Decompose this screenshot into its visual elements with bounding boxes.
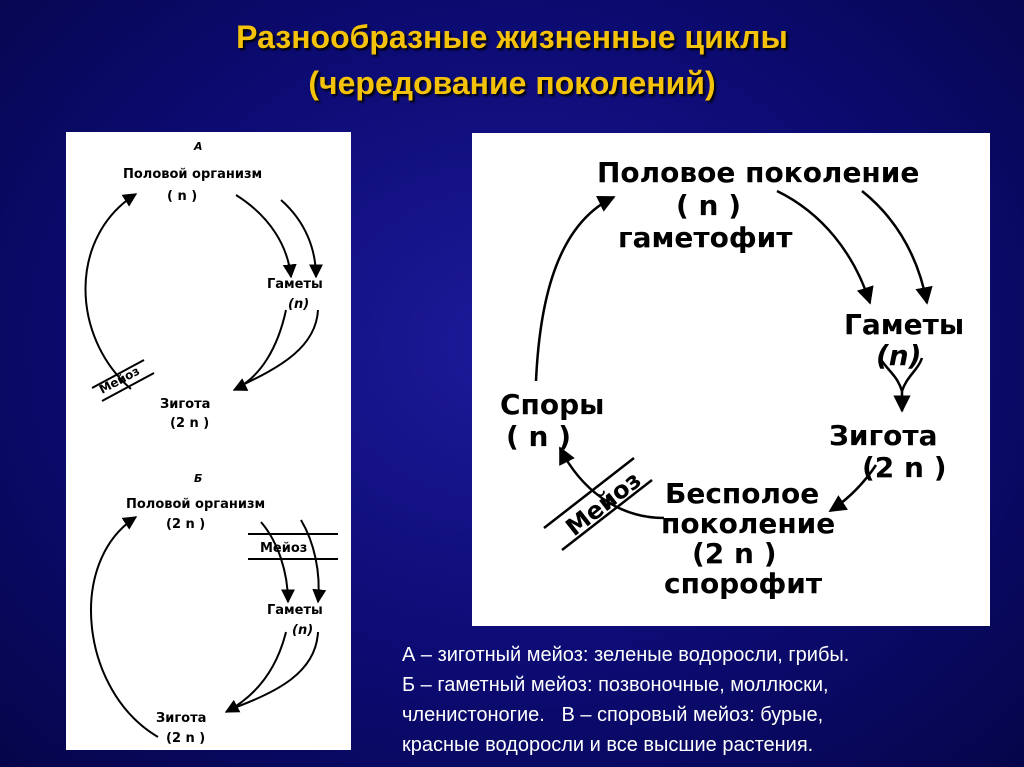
spores-label: Споры xyxy=(500,388,605,421)
sexual-generation-label: Половое поколение xyxy=(597,156,919,189)
spores-ploidy: ( n ) xyxy=(506,420,571,453)
caption-line-4: красные водоросли и все высшие растения. xyxy=(402,734,814,756)
title-line-1: Разнообразные жизненные циклы xyxy=(236,19,788,55)
cycle-b-organism-to-gametes-2 xyxy=(300,519,327,604)
gametes-ploidy: (n) xyxy=(876,339,922,372)
gametophyte-label: гаметофит xyxy=(618,221,793,254)
sporophyte-label: спорофит xyxy=(664,567,823,600)
diagram-b: Б Половой организм (2 n ) Мейоз Гаметы (… xyxy=(126,472,323,746)
cycle-b-gametes-to-zygote-2 xyxy=(230,631,319,710)
cycle-a-left-arc xyxy=(84,193,138,390)
cycle-a-organism-to-gametes-2 xyxy=(280,199,323,279)
cycle-c-zygote-to-asexual xyxy=(828,464,878,513)
diagram-a-gametes-ploidy: (n) xyxy=(288,297,309,312)
cycle-a-gametes-to-zygote-1 xyxy=(232,309,287,391)
cycle-c-gametes-to-zygote-left xyxy=(878,357,904,392)
title-line-2: (чередование поколений) xyxy=(308,65,716,101)
asexual-generation-ploidy: (2 n ) xyxy=(692,537,777,570)
diagrams-a-b: А Половой организм ( n ) Гаметы (n) Зиго… xyxy=(84,140,338,746)
diagram-a-gametes-label: Гаметы xyxy=(267,277,323,292)
cycle-c-gametes-to-zygote-right xyxy=(900,357,924,392)
diagram-b-organism-ploidy: (2 n ) xyxy=(166,517,205,532)
cycle-b-left-arc xyxy=(90,516,159,738)
cycle-c-spores-to-sexual xyxy=(534,195,616,382)
diagram-b-letter: Б xyxy=(194,472,202,485)
diagram-a-organism-label: Половой организм xyxy=(123,167,262,182)
caption-line-1: А – зиготный мейоз: зеленые водоросли, г… xyxy=(402,644,850,666)
diagram-a-organism-ploidy: ( n ) xyxy=(167,189,197,204)
cycle-c-sexual-to-gametes-1 xyxy=(776,189,874,305)
cycle-c-sexual-to-gametes-2 xyxy=(861,190,933,305)
diagram-b-gametes-label: Гаметы xyxy=(267,603,323,618)
cycle-a-gametes-to-zygote-2 xyxy=(237,309,319,388)
asexual-generation-label-2: поколение xyxy=(661,507,835,540)
diagram-b-meiosis-label: Мейоз xyxy=(260,541,307,556)
asexual-generation-label-1: Бесполое xyxy=(665,477,819,510)
sexual-generation-ploidy: ( n ) xyxy=(676,189,741,222)
diagram-a-zygote-label: Зигота xyxy=(160,397,210,412)
diagram-a: А Половой организм ( n ) Гаметы (n) Зиго… xyxy=(97,140,323,431)
diagram-b-zygote-label: Зигота xyxy=(156,711,206,726)
zygote-ploidy: (2 n ) xyxy=(862,451,947,484)
caption: А – зиготный мейоз: зеленые водоросли, г… xyxy=(402,640,1002,760)
diagram-a-letter: А xyxy=(193,140,203,153)
caption-line-3: членистоногие. В – споровый мейоз: бурые… xyxy=(402,704,824,726)
gametes-label: Гаметы xyxy=(844,308,964,341)
zygote-label: Зигота xyxy=(829,419,938,452)
diagram-a-zygote-ploidy: (2 n ) xyxy=(170,416,209,431)
cycle-b-organism-to-gametes-1 xyxy=(260,521,295,604)
diagram-c: Половое поколение ( n ) гаметофит Гаметы… xyxy=(500,156,964,600)
caption-line-2: Б – гаметный мейоз: позвоночные, моллюск… xyxy=(402,674,829,696)
cycle-c-asexual-to-spores xyxy=(558,446,665,520)
cycle-a-organism-to-gametes-1 xyxy=(235,194,297,279)
slide-title: Разнообразные жизненные циклы (чередован… xyxy=(0,14,1024,106)
diagram-b-organism-label: Половой организм xyxy=(126,497,265,512)
diagram-b-gametes-ploidy: (n) xyxy=(292,623,313,638)
diagram-b-zygote-ploidy: (2 n ) xyxy=(166,731,205,746)
diagram-panel-left: А Половой организм ( n ) Гаметы (n) Зиго… xyxy=(66,132,351,750)
diagram-panel-right: Половое поколение ( n ) гаметофит Гаметы… xyxy=(472,133,990,626)
